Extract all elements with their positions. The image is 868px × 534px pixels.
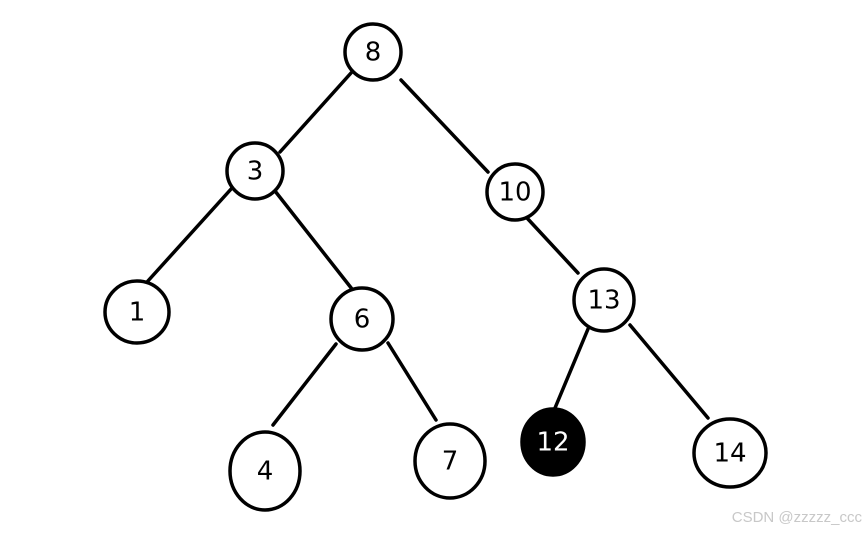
node-label: 6 [354,305,371,335]
node-label: 8 [365,38,382,68]
node-label: 14 [713,439,746,469]
node-circle [520,407,586,477]
node-circle [413,422,487,500]
edge-n6-n7 [386,341,438,422]
node-label: 3 [247,157,264,187]
edge-n13-n14 [628,323,710,420]
node-label: 12 [536,428,569,458]
tree-node-3: 3 [225,141,285,201]
node-circle [228,430,302,512]
node-circle [572,267,636,333]
tree-node-6: 6 [329,286,395,352]
tree-node-14: 14 [692,417,768,489]
tree-node-1: 1 [103,279,171,345]
node-circle [343,22,403,82]
node-circle [225,141,285,201]
node-circle [103,279,171,345]
node-label: 13 [587,286,620,316]
tree-node-7: 7 [413,422,487,500]
tree-node-4: 4 [228,430,302,512]
edge-n8-n10 [399,78,490,174]
node-circle [329,286,395,352]
edge-n8-n3 [278,71,353,154]
node-label: 10 [498,178,531,208]
tree-node-12: 12 [520,407,586,477]
edge-n6-n4 [271,342,338,427]
node-circle [692,417,768,489]
edge-n3-n6 [273,189,354,291]
edge-n10-n13 [525,216,580,275]
nodes: 8 3 10 1 6 13 4 7 12 14 [103,22,768,512]
node-label: 1 [129,298,146,328]
edge-n3-n1 [145,186,234,284]
tree-node-8: 8 [343,22,403,82]
watermark: CSDN @zzzzz_ccc [731,509,862,526]
node-label: 4 [257,457,274,487]
tree-node-13: 13 [572,267,636,333]
edges [145,71,710,427]
node-label: 7 [442,447,459,477]
tree-node-10: 10 [485,162,545,222]
node-circle [485,162,545,222]
edge-n13-n12 [553,327,590,410]
